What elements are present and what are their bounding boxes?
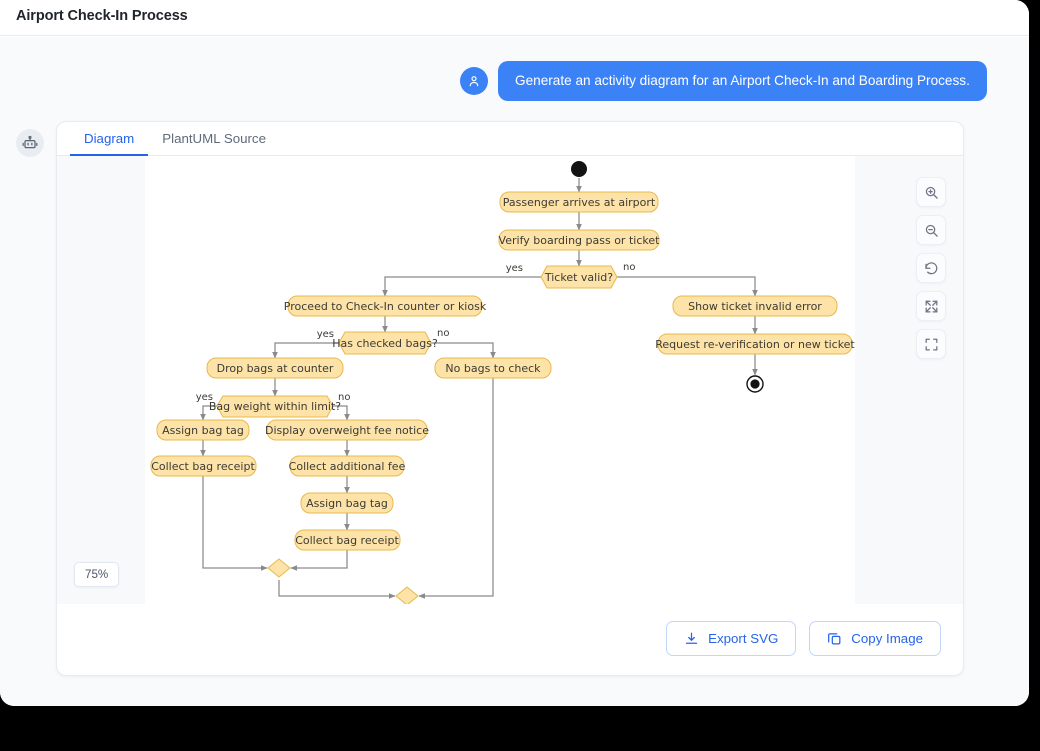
edge-label-yes: yes (317, 329, 334, 340)
diagram-edge-labels: yes no yes no yes no (196, 262, 636, 403)
edge-label-no: no (623, 262, 635, 273)
decision-has-checked-bags[interactable]: Has checked bags? (332, 331, 438, 355)
diagram-sheet (145, 156, 855, 604)
node-show-ticket-invalid-error[interactable]: Show ticket invalid error (672, 295, 838, 317)
node-label: Display overweight fee notice (265, 424, 429, 437)
node-display-overweight-fee-notice[interactable]: Display overweight fee notice (265, 419, 429, 441)
card-footer: Export SVG Copy Image (57, 602, 963, 675)
decision-ticket-valid[interactable]: Ticket valid? (540, 265, 618, 289)
node-assign-bag-tag[interactable]: Assign bag tag (156, 419, 250, 441)
node-verify-boarding-pass-or-ticket[interactable]: Verify boarding pass or ticket (498, 229, 661, 251)
reset-button[interactable] (916, 253, 946, 283)
node-request-re-verification-or-new-ticket[interactable]: Request re-verification or new ticket (655, 333, 855, 355)
node-collect-bag-receipt[interactable]: Collect bag receipt (150, 455, 257, 477)
export-svg-label: Export SVG (708, 631, 779, 646)
tab-bar: Diagram PlantUML Source (57, 122, 963, 156)
zoom-out-button[interactable] (916, 215, 946, 245)
reset-icon (924, 261, 937, 274)
fit-screen-icon (925, 300, 937, 312)
node-label: Collect bag receipt (151, 460, 255, 473)
node-label: Verify boarding pass or ticket (499, 234, 661, 247)
activity-diagram: yes no yes no yes no (150, 161, 855, 604)
copy-icon (828, 633, 841, 645)
copy-image-label: Copy Image (851, 631, 923, 646)
node-label: Drop bags at counter (217, 362, 334, 375)
copy-image-button[interactable]: Copy Image (809, 621, 941, 656)
node-label: Assign bag tag (306, 497, 388, 510)
bot-avatar (16, 129, 44, 157)
node-label: Ticket valid? (544, 271, 613, 284)
zoom-level-badge: 75% (74, 562, 120, 587)
initial-node (571, 161, 587, 177)
title-bar: Airport Check-In Process (0, 0, 1029, 36)
decision-bag-weight-within-limit[interactable]: Bag weight within limit? (209, 395, 341, 418)
user-message-row: Generate an activity diagram for an Airp… (460, 61, 1010, 102)
zoom-in-button[interactable] (916, 177, 946, 207)
node-label: Request re-verification or new ticket (655, 338, 855, 351)
page-title: Airport Check-In Process (16, 8, 188, 24)
node-collect-additional-fee[interactable]: Collect additional fee (289, 455, 406, 477)
node-label: Collect additional fee (289, 460, 406, 473)
user-icon (469, 76, 479, 87)
download-icon (685, 632, 698, 644)
node-proceed-to-checkin-counter-or-kiosk[interactable]: Proceed to Check-In counter or kiosk (284, 295, 487, 317)
node-label: Passenger arrives at airport (503, 196, 656, 209)
edge-label-no: no (338, 392, 350, 403)
node-label: Assign bag tag (162, 424, 244, 437)
fullscreen-icon (925, 338, 937, 350)
node-drop-bags-at-counter[interactable]: Drop bags at counter (206, 357, 344, 379)
merge-node (267, 558, 291, 578)
node-no-bags-to-check[interactable]: No bags to check (434, 357, 552, 379)
node-label: Bag weight within limit? (209, 400, 341, 413)
export-svg-button[interactable]: Export SVG (666, 621, 797, 656)
fullscreen-button[interactable] (916, 329, 946, 359)
node-label: Proceed to Check-In counter or kiosk (284, 300, 487, 313)
diagram-canvas[interactable]: yes no yes no yes no (57, 156, 963, 604)
diagram-result-card: Diagram PlantUML Source (56, 121, 964, 676)
node-label: Has checked bags? (332, 337, 438, 350)
node-collect-bag-receipt[interactable]: Collect bag receipt (294, 529, 401, 551)
final-node (746, 375, 764, 393)
robot-icon (22, 135, 38, 149)
merge-node (395, 586, 419, 604)
fit-screen-button[interactable] (916, 291, 946, 321)
tab-plantuml-source[interactable]: PlantUML Source (148, 131, 280, 155)
edge-label-yes: yes (196, 392, 213, 403)
app-window: Airport Check-In Process Generate an act… (0, 0, 1029, 706)
zoom-out-icon (925, 224, 938, 237)
chat-area: Generate an activity diagram for an Airp… (0, 37, 1029, 706)
tab-diagram[interactable]: Diagram (70, 131, 149, 156)
node-label: Show ticket invalid error (688, 300, 822, 313)
zoom-controls (916, 177, 946, 359)
user-message-bubble: Generate an activity diagram for an Airp… (498, 61, 987, 102)
zoom-in-icon (925, 186, 938, 199)
node-assign-bag-tag[interactable]: Assign bag tag (300, 492, 394, 514)
node-label: No bags to check (445, 362, 541, 375)
node-label: Collect bag receipt (295, 534, 399, 547)
diagram-edges (200, 178, 758, 599)
edge-label-yes: yes (506, 263, 523, 274)
user-avatar (460, 67, 488, 95)
edge-label-no: no (437, 328, 449, 339)
diagram-nodes: Passenger arrives at airport Verify boar… (150, 161, 855, 604)
node-passenger-arrives-at-airport[interactable]: Passenger arrives at airport (499, 191, 659, 213)
assistant-message-row: Diagram PlantUML Source (16, 121, 1006, 676)
